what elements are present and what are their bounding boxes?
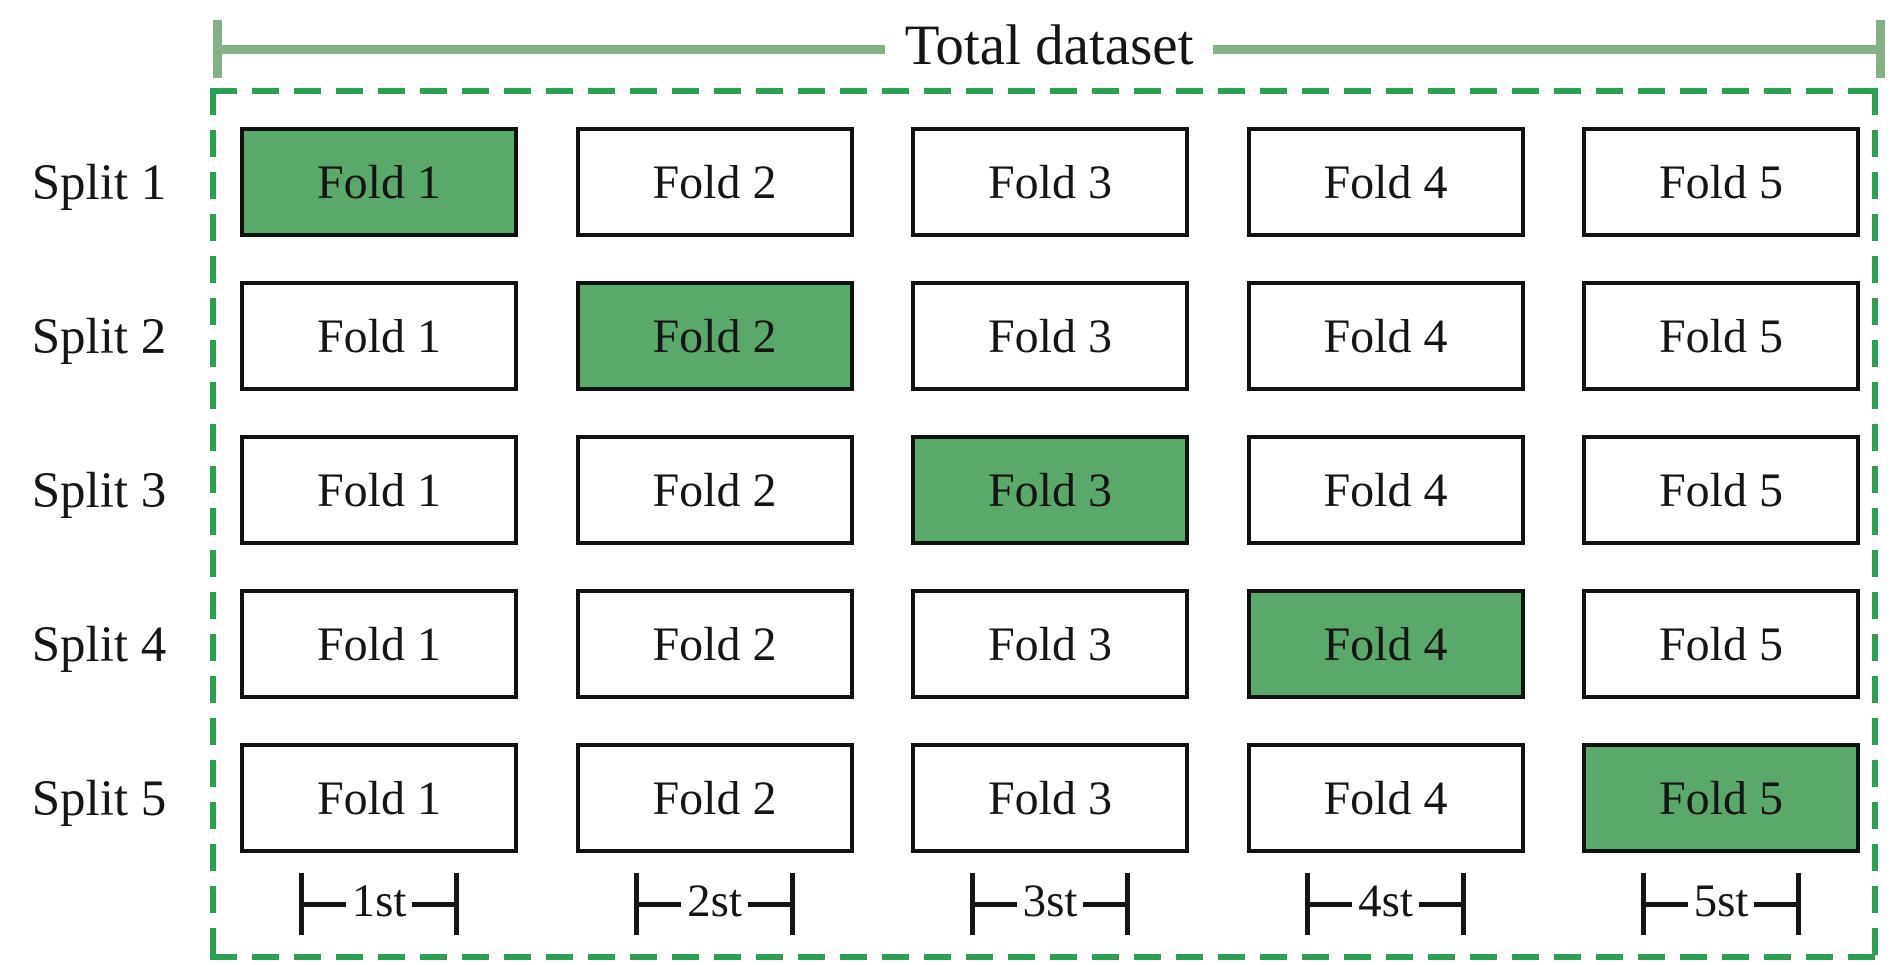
ruler-left-line: [1310, 901, 1353, 907]
frame-edge-left: [210, 88, 216, 960]
fold-box: Fold 1: [240, 281, 518, 391]
bracket-right-tick: [1876, 20, 1886, 78]
fold-box: Fold 2: [575, 589, 854, 699]
fold-box: Fold 5: [1582, 281, 1860, 391]
interval-ruler: 5st: [1582, 866, 1860, 942]
split-4-row: Fold 1 Fold 2 Fold 3 Fold 4 Fold 5: [240, 589, 1860, 699]
fold-box: Fold 5: [1582, 435, 1860, 545]
interval-ruler: 3st: [911, 866, 1189, 942]
bracket-left-tick: [213, 20, 222, 78]
frame-edge-bottom: [210, 954, 1878, 960]
bracket-left-line: [222, 44, 885, 54]
fold-box: Fold 2: [575, 435, 854, 545]
fold-box: Fold 4: [1246, 435, 1525, 545]
fold-box: Fold 2: [575, 743, 854, 853]
fold-box: Fold 1: [240, 743, 518, 853]
ruler-right-endbar: [1796, 873, 1802, 935]
interval-label: 2st: [687, 874, 742, 927]
split-1-row: Fold 1 Fold 2 Fold 3 Fold 4 Fold 5: [240, 127, 1860, 237]
ruler-left-line: [639, 901, 682, 907]
fold-box: Fold 4: [1246, 743, 1525, 853]
ruler-left-endbar: [634, 873, 640, 935]
ruler-left-endbar: [1640, 873, 1646, 935]
ruler-left-line: [303, 901, 346, 907]
frame-edge-top: [210, 88, 1878, 94]
ruler-left-line: [974, 901, 1017, 907]
fold-box: Fold 5: [1582, 127, 1860, 237]
fold-box: Fold 3: [911, 281, 1189, 391]
ruler-right-endbar: [454, 873, 460, 935]
ruler-right-endbar: [1460, 873, 1466, 935]
interval-ruler: 1st: [240, 866, 518, 942]
interval-ruler: 2st: [576, 866, 854, 942]
fold-box: Fold 5: [1582, 589, 1860, 699]
split-1-label: Split 1: [31, 155, 167, 211]
fold-box: Fold 5: [1582, 743, 1860, 853]
ruler-left-endbar: [298, 873, 304, 935]
bracket-right-line: [1213, 44, 1877, 54]
frame-edge-right: [1872, 88, 1878, 960]
fold-box: Fold 1: [240, 589, 518, 699]
split-5-label: Split 5: [31, 771, 167, 827]
fold-box: Fold 2: [575, 281, 854, 391]
fold-box: Fold 2: [575, 127, 854, 237]
interval-label: 1st: [351, 874, 407, 927]
dataset-dashed-frame: [210, 88, 1878, 960]
fold-box: Fold 4: [1246, 127, 1525, 237]
diagram-title: Total dataset: [904, 13, 1194, 77]
interval-label: 3st: [1022, 874, 1078, 927]
split-2-label: Split 2: [31, 309, 167, 365]
split-3-row: Fold 1 Fold 2 Fold 3 Fold 4 Fold 5: [240, 435, 1860, 545]
fold-box: Fold 3: [911, 589, 1189, 699]
fold-box: Fold 3: [911, 743, 1189, 853]
ruler-left-line: [1645, 901, 1688, 907]
split-4-label: Split 4: [31, 617, 167, 673]
split-3-label: Split 3: [31, 463, 167, 519]
interval-label: 4st: [1358, 874, 1413, 927]
ruler-right-line: [1083, 901, 1126, 907]
ruler-right-endbar: [1125, 873, 1131, 935]
ruler-right-line: [1754, 901, 1797, 907]
ruler-left-endbar: [1305, 873, 1311, 935]
split-5-row: Fold 1 Fold 2 Fold 3 Fold 4 Fold 5: [240, 743, 1860, 853]
ruler-right-line: [1418, 901, 1461, 907]
fold-box: Fold 3: [911, 127, 1189, 237]
ruler-left-endbar: [969, 873, 975, 935]
ruler-right-line: [412, 901, 455, 907]
fold-interval-ruler-row: 1st 2st 3st 4st 5st: [240, 866, 1860, 942]
split-2-row: Fold 1 Fold 2 Fold 3 Fold 4 Fold 5: [240, 281, 1860, 391]
ruler-right-line: [747, 901, 790, 907]
fold-box: Fold 1: [240, 127, 518, 237]
interval-label: 5st: [1693, 874, 1749, 927]
fold-box: Fold 4: [1246, 281, 1525, 391]
fold-box: Fold 4: [1246, 589, 1525, 699]
ruler-right-endbar: [789, 873, 795, 935]
total-dataset-bracket: Total dataset: [213, 10, 1886, 88]
fold-box: Fold 3: [911, 435, 1189, 545]
interval-ruler: 4st: [1247, 866, 1525, 942]
fold-box: Fold 1: [240, 435, 518, 545]
